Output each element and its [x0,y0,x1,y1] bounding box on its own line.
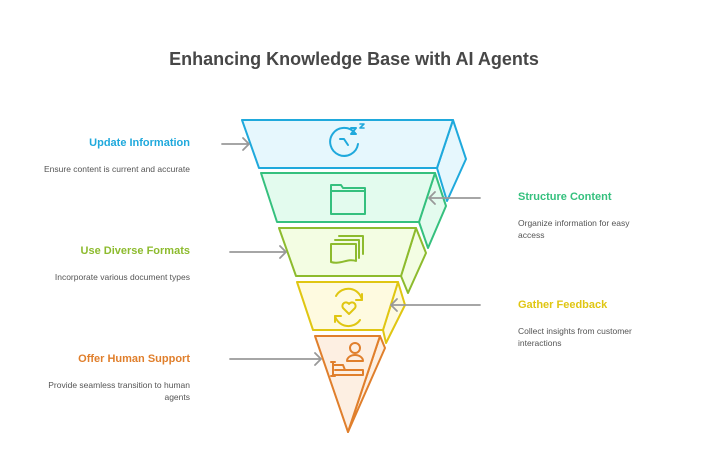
folder-icon [330,184,366,215]
clock-sleep-icon [329,123,365,157]
human-support-icon [330,342,364,377]
arrow-gather-feedback [390,298,481,312]
heart-refresh-icon [334,287,363,328]
page-title: Enhancing Knowledge Base with AI Agents [169,49,539,69]
arrow-use-diverse-formats [229,245,287,259]
step-desc-gather-feedback: Collect insights from customer interacti… [518,326,632,348]
funnel-layer-use-diverse-formats [278,227,427,294]
step-desc-offer-human-support: Provide seamless transition to human age… [48,380,190,402]
step-desc-update-information: Ensure content is current and accurate [44,164,190,174]
arrow-structure-content [428,191,481,205]
step-label-offer-human-support: Offer Human Support [78,353,190,365]
step-desc-structure-content: Organize information for easy access [518,218,630,240]
step-label-update-information: Update Information [89,137,190,149]
arrow-offer-human-support [229,352,322,366]
funnel-layer-gather-feedback [296,281,406,344]
arrow-update-information [221,137,250,151]
step-label-use-diverse-formats: Use Diverse Formats [80,245,190,257]
step-label-gather-feedback: Gather Feedback [518,299,608,311]
funnel-layer-structure-content [260,172,447,249]
step-desc-use-diverse-formats: Incorporate various document types [54,272,190,282]
documents-icon [330,235,364,264]
step-label-structure-content: Structure Content [518,191,612,203]
